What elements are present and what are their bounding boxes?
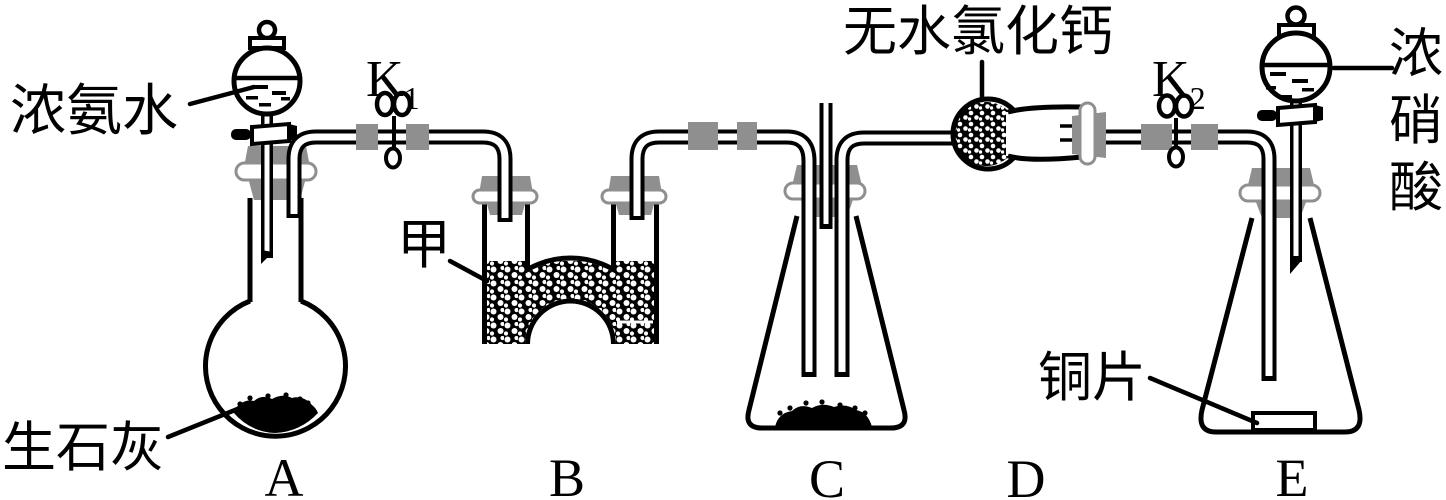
valve-k1-sub: 1 (404, 80, 420, 116)
pinch-clamp-k1 (374, 90, 413, 170)
unit-letter-a: A (265, 448, 304, 500)
unit-letter-e: E (1276, 448, 1309, 500)
leader-jia (447, 258, 490, 284)
funnel-a-liquid-dashes (246, 85, 290, 107)
unit-letter-d: D (1007, 449, 1046, 500)
collar-a (234, 161, 318, 182)
leader-copper (1147, 375, 1260, 426)
rubber-connectors (356, 122, 1218, 150)
clamp-k2-loop-bottom (1167, 145, 1185, 169)
valve-k2-sub: 2 (1190, 80, 1206, 116)
tube-c-to-d-bore (838, 134, 960, 372)
flask-collars (234, 161, 1322, 205)
tube-a-to-b-bore (290, 133, 509, 218)
valve-k2-base: K (1152, 51, 1190, 108)
utube-packing-label: 甲 (397, 215, 451, 275)
pinch-clamp-k2 (1156, 93, 1195, 169)
u-tube-packing-fill (487, 261, 654, 345)
unit-letter-b: B (549, 448, 585, 500)
funnel-e-liquid-dashes (1266, 72, 1314, 99)
nitric-char-3: 酸 (1389, 158, 1443, 218)
connector-bc-right (737, 122, 757, 150)
stoppers (244, 146, 1315, 218)
quicklime-label: 生石灰 (2, 418, 164, 478)
drying-agent-label: 无水氯化钙 (843, 2, 1113, 62)
connector-k1-right (406, 124, 429, 150)
funnel-e-knob (1285, 5, 1307, 27)
valve-k1-base: K (366, 51, 404, 108)
clamp-k2-loop-right (1173, 93, 1195, 119)
connector-bc-left (688, 122, 718, 150)
conical-flask-e (1198, 217, 1363, 435)
unit-letter-c: C (809, 449, 845, 500)
unit-letters: A B C D E (265, 448, 1309, 500)
funnel-a-knob (256, 19, 278, 41)
clamp-k1-loop-bottom (384, 146, 402, 170)
funnel-a-stopcock-tip (289, 124, 297, 141)
funnel-e-stem-tip (1290, 258, 1302, 274)
dropping-funnel-e (1257, 5, 1333, 274)
tube-b-to-c-bore (633, 133, 813, 372)
drying-bulb-socket (1007, 104, 1083, 162)
funnel-a-stopcock-barrel (250, 121, 291, 147)
flask-a-solid (233, 395, 318, 433)
leader-ammonia (187, 84, 257, 107)
u-tube-b (482, 176, 659, 346)
flask-c-solid (775, 404, 872, 427)
drying-bulb-collar (1078, 101, 1097, 166)
funnel-e-stopcock-tip (1315, 105, 1323, 122)
drying-bulb-d (950, 96, 1106, 172)
collar-e (1238, 183, 1322, 203)
dropping-funnel-a (231, 19, 303, 264)
clamp-k1-loop-right (391, 90, 413, 118)
flask-c-solid-bumps (777, 399, 868, 416)
round-flask-a (203, 198, 348, 439)
ammonia-label: 浓氨水 (10, 81, 178, 143)
copper-piece-label: 铜片 (1038, 348, 1146, 408)
funnel-a-stem-tip (261, 250, 273, 264)
nitric-char-1: 浓 (1389, 24, 1443, 84)
connector-k1-left (356, 124, 378, 150)
drying-bulb-mouth (1006, 112, 1032, 156)
flask-a-solid-bumps (237, 392, 311, 407)
nitric-acid-label: 浓 硝 酸 (1389, 24, 1443, 218)
copper-piece (1251, 411, 1317, 432)
funnel-e-stopcock-handle (1257, 110, 1277, 121)
conical-flask-c (745, 215, 908, 431)
gas-tubes (286, 98, 1277, 381)
connector-k2-left (1141, 124, 1172, 150)
drying-bulb-fill (954, 102, 1018, 166)
tube-d-to-e-bore (1105, 133, 1273, 376)
valve-k2-label: K2 (1152, 51, 1206, 116)
nitric-char-2: 硝 (1389, 91, 1443, 151)
funnel-e-stopcock-barrel (1276, 102, 1317, 128)
leader-lines (165, 59, 1395, 440)
funnel-a-stopcock-handle (231, 129, 251, 140)
connector-k2-right (1191, 124, 1218, 150)
flask-c-body (745, 215, 908, 431)
flask-e-body (1198, 217, 1363, 435)
leader-quicklime (165, 405, 243, 440)
valve-k1-label: K1 (366, 51, 420, 116)
tube-a-to-b (286, 129, 513, 222)
